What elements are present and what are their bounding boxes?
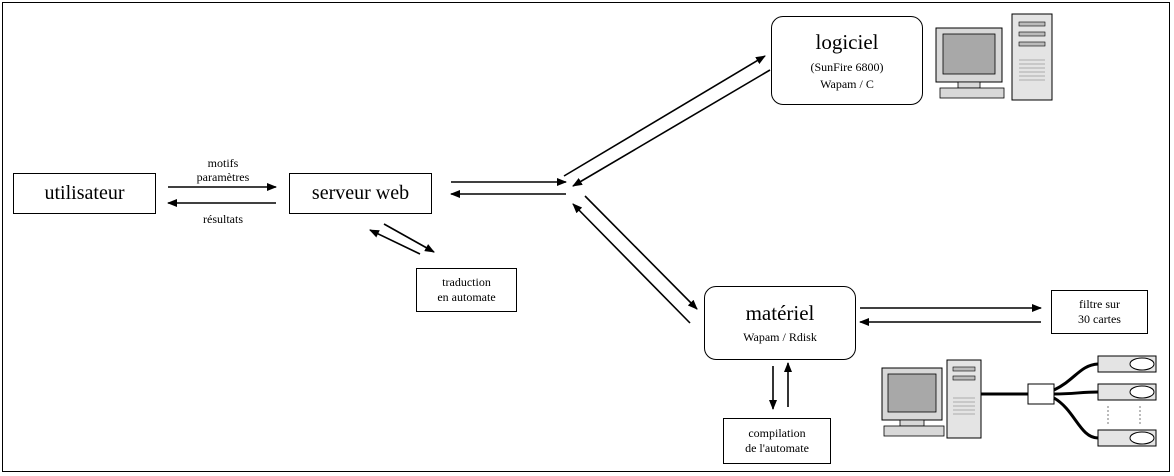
traduction-line-2: en automate [437,290,496,304]
edge-label-resultats: résultats [178,212,268,226]
traduction-box: traduction en automate [416,268,517,312]
filtre-line-1: filtre sur [1079,297,1120,311]
materiel-box: matériel Wapam / Rdisk [704,286,856,360]
materiel-title: matériel [745,301,815,325]
compilation-box: compilation de l'automate [723,418,831,464]
computer-with-cards-icon [881,355,1157,447]
arrow-server-to-traduction [383,223,435,253]
serveur-web-box: serveur web [289,173,432,214]
computer-workstation-icon [935,13,1053,101]
traduction-line-1: traduction [442,275,491,289]
edge-label-motifs: motifs [207,156,239,170]
compilation-line-1: compilation [748,426,806,440]
edge-label-motifs-parametres: motifs paramètres [178,156,268,184]
filtre-line-2: 30 cartes [1078,312,1121,326]
edge-label-resultats-text: résultats [203,212,243,226]
utilisateur-label: utilisateur [44,182,125,204]
materiel-line-1: Wapam / Rdisk [743,330,817,344]
logiciel-box: logiciel (SunFire 6800) Wapam / C [771,16,923,105]
serveur-web-label: serveur web [311,182,410,204]
arrow-junction-to-logiciel [563,55,766,177]
compilation-line-2: de l'automate [745,441,809,455]
arrow-junction-to-materiel [584,195,698,310]
arrow-materiel-to-junction [572,203,691,324]
arrow-logiciel-to-junction [572,69,771,187]
utilisateur-box: utilisateur [13,173,156,214]
arrow-traduction-to-server [369,229,421,255]
edge-label-parametres: paramètres [196,170,250,184]
filtre-box: filtre sur 30 cartes [1051,290,1148,334]
logiciel-line-2: Wapam / C [820,76,874,91]
logiciel-title: logiciel [815,29,879,54]
logiciel-line-1: (SunFire 6800) [810,59,884,74]
